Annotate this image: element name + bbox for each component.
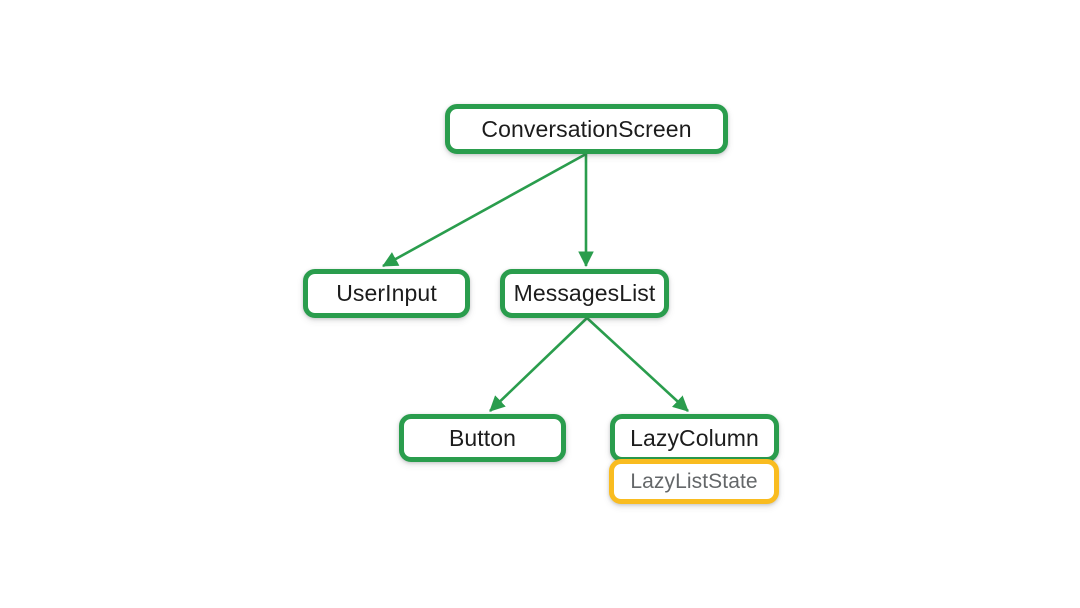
- node-userinput[interactable]: UserInput: [303, 269, 470, 318]
- edge-messageslist-button: [489, 317, 588, 412]
- node-lazycolumn[interactable]: LazyColumn: [610, 414, 779, 462]
- edge-conversationscreen-userinput: [382, 152, 587, 268]
- node-conversationscreen[interactable]: ConversationScreen: [445, 104, 728, 154]
- node-button-label: Button: [448, 424, 517, 451]
- node-lazyliststate-label: LazyListState: [630, 470, 758, 493]
- node-userinput-label: UserInput: [336, 280, 437, 306]
- node-messageslist-label: MessagesList: [513, 280, 656, 306]
- edge-messageslist-lazycolumn: [586, 317, 689, 412]
- node-lazyliststate[interactable]: LazyListState: [609, 459, 779, 504]
- node-button[interactable]: Button: [399, 414, 566, 462]
- node-lazycolumn-label: LazyColumn: [630, 424, 759, 451]
- node-messageslist[interactable]: MessagesList: [500, 269, 669, 318]
- node-conversationscreen-label: ConversationScreen: [481, 115, 692, 142]
